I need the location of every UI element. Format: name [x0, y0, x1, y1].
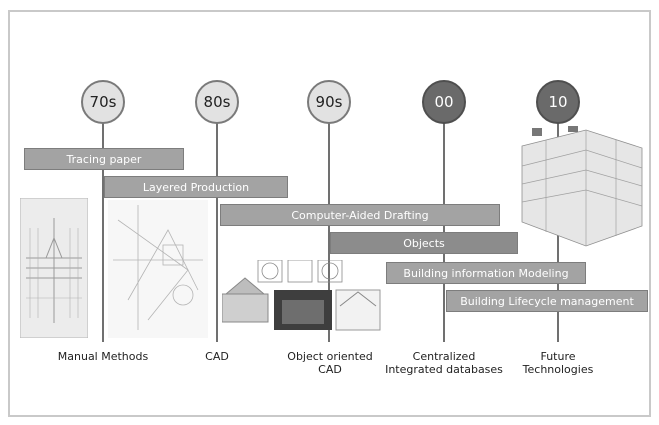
bar-computer-aided-drafting: Computer-Aided Drafting — [220, 204, 500, 226]
bar-building-lifecycle-management-label: Building Lifecycle management — [460, 294, 634, 308]
era-10-label: 10 — [548, 93, 568, 111]
era-90s-label: 90s — [315, 93, 343, 111]
era-00-label: 00 — [434, 93, 454, 111]
bim-building-thumbnail — [521, 126, 643, 247]
phase-cad: CAD — [205, 350, 229, 363]
timeline-line-90s — [328, 118, 330, 342]
phase-object-oriented-cad: Object oriented CAD — [287, 350, 373, 376]
bar-objects: Objects — [330, 232, 518, 254]
bar-building-information-modeling: Building information Modeling — [386, 262, 586, 284]
bar-tracing-paper-label: Tracing paper — [66, 152, 142, 166]
era-10-circle: 10 — [536, 80, 580, 124]
phase-future-technologies: Future Technologies — [522, 350, 594, 376]
timeline-line-80s — [216, 118, 218, 342]
bar-tracing-paper: Tracing paper — [24, 148, 184, 170]
phase-centralized-integrated-databases: Centralized Integrated databases — [385, 350, 503, 376]
era-70s-circle: 70s — [81, 80, 125, 124]
bar-objects-label: Objects — [403, 236, 445, 250]
cad-drawing-thumbnail — [108, 200, 208, 338]
era-80s-circle: 80s — [195, 80, 239, 124]
era-70s-label: 70s — [89, 93, 117, 111]
bar-building-lifecycle-management: Building Lifecycle management — [446, 290, 648, 312]
phase-manual-methods: Manual Methods — [57, 350, 149, 363]
bar-layered-production-label: Layered Production — [142, 180, 250, 194]
era-90s-circle: 90s — [307, 80, 351, 124]
era-80s-label: 80s — [203, 93, 231, 111]
bar-computer-aided-drafting-label: Computer-Aided Drafting — [291, 208, 429, 222]
era-00-circle: 00 — [422, 80, 466, 124]
object-oriented-cad-thumbnail — [222, 260, 381, 331]
bar-layered-production: Layered Production — [104, 176, 288, 198]
timeline-line-00 — [443, 118, 445, 342]
manual-drawing-thumbnail — [20, 198, 88, 338]
bar-building-information-modeling-label: Building information Modeling — [403, 266, 569, 280]
timeline-line-70s — [102, 118, 104, 342]
